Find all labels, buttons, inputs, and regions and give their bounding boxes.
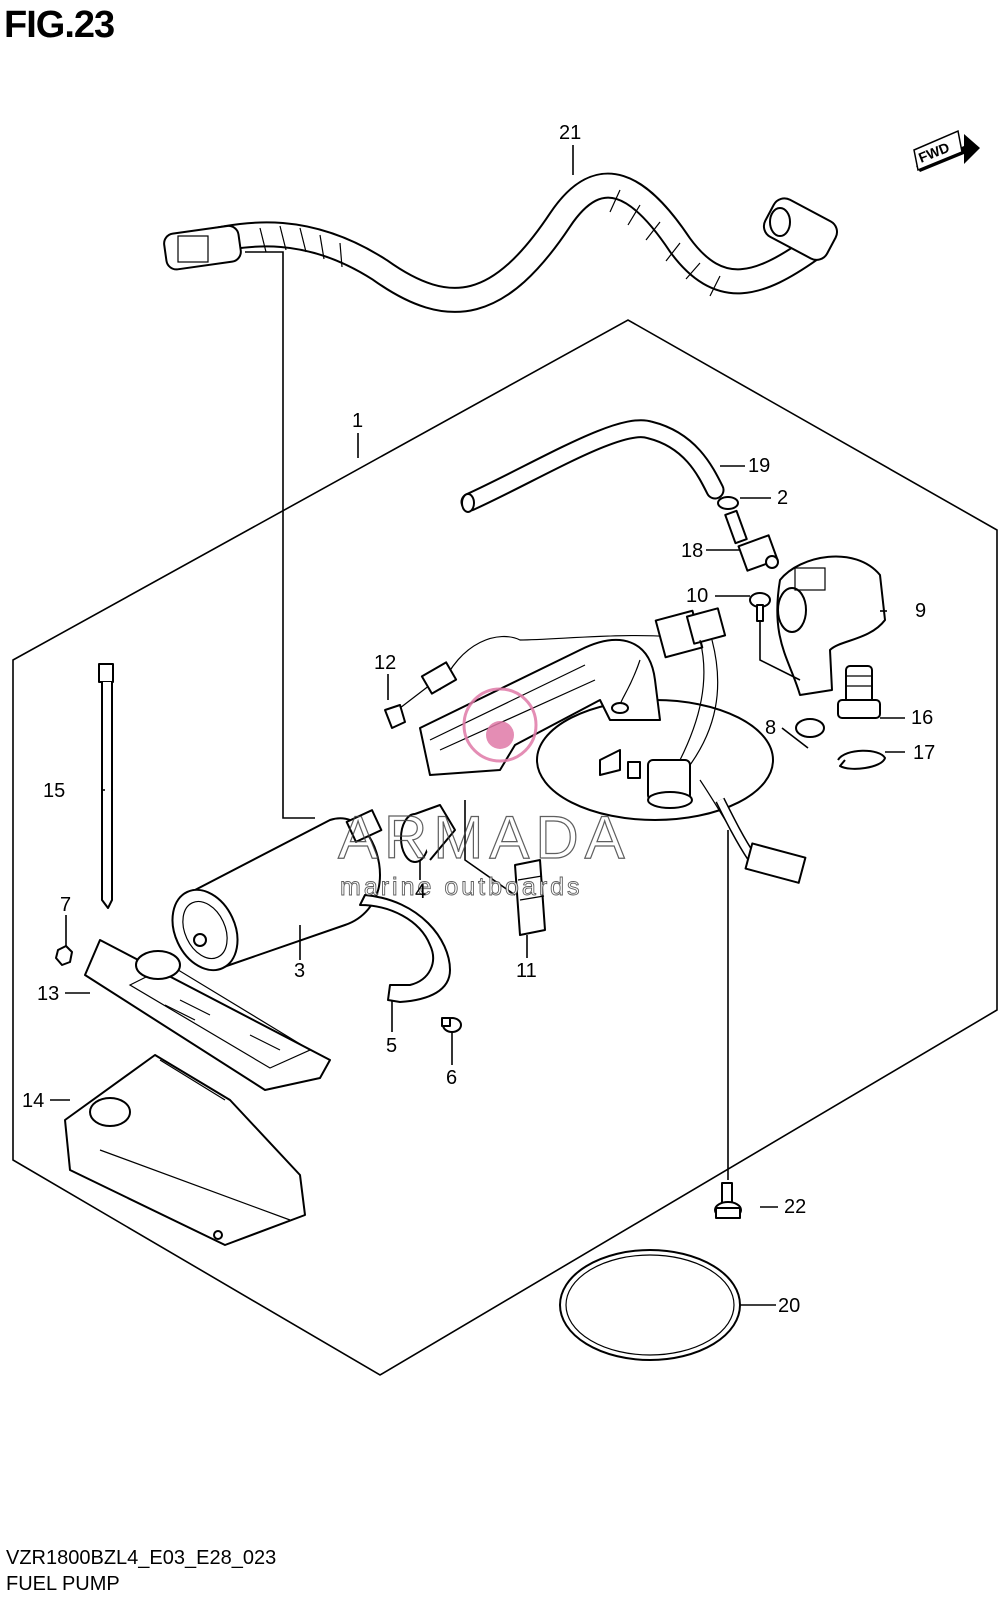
callout-7: 7 [60,894,71,916]
callout-14: 14 [22,1090,44,1112]
callout-10: 10 [686,585,708,607]
watermark-brand: ARMADA [338,804,631,871]
callout-5: 5 [386,1035,397,1057]
callout-12: 12 [374,652,396,674]
callout-19: 19 [748,455,770,477]
callout-20: 20 [778,1295,800,1317]
callout-13: 13 [37,983,59,1005]
callout-16: 16 [911,707,933,729]
section-name: FUEL PUMP [6,1573,120,1595]
nut-7 [55,945,73,966]
leader-lines [50,145,905,1306]
gasket-20 [559,1249,741,1361]
connector-16 [837,665,881,719]
nipple-18 [724,509,779,572]
figure-title: FIG.23 [4,4,115,46]
callout-21: 21 [559,122,581,144]
callouts: 21 1 19 2 18 10 9 12 16 8 17 15 4 7 3 11… [22,122,935,1317]
model-code: VZR1800BZL4_E03_E28_023 [6,1547,277,1569]
pump-band-5 [359,894,451,1003]
circlip-17 [837,749,886,770]
callout-3: 3 [294,960,305,982]
callout-17: 17 [913,742,935,764]
bolt-22 [714,1182,742,1219]
watermark: ARMADA marine outboards [337,687,631,901]
callout-11: 11 [516,960,537,982]
callout-4: 4 [415,881,426,903]
callout-22: 22 [784,1196,806,1218]
clamp-12 [384,661,458,729]
holder-9 [776,555,886,696]
callout-15: 15 [43,780,65,802]
callout-18: 18 [681,540,703,562]
watermark-tagline: marine outboards [340,873,583,901]
breather-hose-19 [460,419,725,513]
fuel-tray-14 [64,1054,306,1246]
callout-2: 2 [777,487,788,509]
fuel-pump-3 [171,809,383,972]
callout-8: 8 [765,717,776,739]
cushion-4 [400,804,456,863]
clip-11 [514,859,546,936]
fuel-filter-13 [84,939,331,1091]
callout-9: 9 [915,600,926,622]
fuel-hose-21 [163,172,839,313]
leader-hose-to-pump [245,251,315,819]
clamp-2 [717,496,739,510]
o-ring-8 [795,718,825,738]
cable-tie-15 [98,663,114,909]
fwd-arrow-icon: FWD [913,129,980,172]
callout-6: 6 [446,1067,457,1089]
assembly-outline [12,319,998,1376]
callout-1: 1 [352,410,363,432]
screw-10 [749,592,771,622]
pump-plate-assembly [419,607,807,884]
bolt-6 [441,1017,462,1033]
